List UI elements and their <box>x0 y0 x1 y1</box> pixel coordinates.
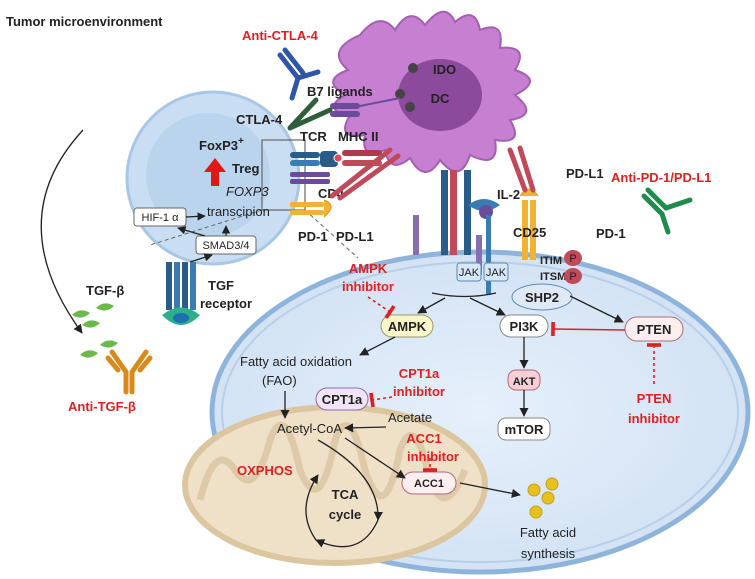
ampk-node <box>380 314 434 338</box>
foxp3-gene-label: FOXP3 <box>226 184 269 199</box>
cpt1a-label: CPT1a <box>322 392 363 407</box>
tgf-receptor-label-2: receptor <box>200 296 252 311</box>
anti-pd1-pdl1-label: Anti-PD-1/PD-L1 <box>611 170 711 185</box>
pi3k-label: PI3K <box>510 319 540 334</box>
jak-box-2 <box>483 262 509 282</box>
ctla4-receptor <box>287 97 333 131</box>
ampk-inhibitor-label-1: AMPK <box>349 261 388 276</box>
tca-label-1: TCA <box>332 487 359 502</box>
mtor-node <box>497 417 551 441</box>
oxphos-label: OXPHOS <box>237 463 293 478</box>
ctla4-label: CTLA-4 <box>236 112 283 127</box>
anti-ctla4-antibody-icon <box>277 47 321 101</box>
acc1-inhibitor-label-2: inhibitor <box>407 449 459 464</box>
b7-ligands-label: B7 ligands <box>307 84 373 99</box>
ampk-label: AMPK <box>388 319 427 334</box>
itim-label: ITIM <box>540 255 562 267</box>
upregulation-arrow-icon <box>204 158 226 186</box>
b7-ligand <box>330 103 360 117</box>
itsm-label: ITSM <box>540 271 566 283</box>
pathway-arrows <box>280 292 624 548</box>
acc1-inhibitor-label-1: ACC1 <box>406 431 441 446</box>
pten-inhibitor-label-1: PTEN <box>637 391 672 406</box>
svg-text:P: P <box>569 271 576 283</box>
dc-pdl1-label: PD-L1 <box>566 166 604 181</box>
pten-label: PTEN <box>637 322 672 337</box>
tca-label-2: cycle <box>329 507 362 522</box>
hif-label: HIF-1 α <box>142 212 180 224</box>
treg-label: Treg <box>232 161 260 176</box>
acc1-label: ACC1 <box>414 478 444 490</box>
cd25-label: CD25 <box>513 225 546 240</box>
anti-ctla4-label: Anti-CTLA-4 <box>242 28 319 43</box>
tgfb-ligand-icon <box>72 303 118 358</box>
ido-granule <box>395 89 405 99</box>
page-title: Tumor microenvironment <box>6 14 163 29</box>
tgf-receptor <box>162 262 200 325</box>
fas-label-1: Fatty acid <box>520 525 576 540</box>
pten-node <box>624 316 684 342</box>
svg-text:P: P <box>569 253 576 265</box>
inhibition-lines <box>367 296 662 472</box>
tcr-label: TCR <box>300 129 327 144</box>
pd1-right-label: PD-1 <box>596 226 626 241</box>
cd4-receptor <box>290 172 330 184</box>
dendritic-cell <box>332 10 531 173</box>
cpt1a-inhibitor-label-1: CPT1a <box>399 366 440 381</box>
transcription-label: transcipion <box>207 204 270 219</box>
anti-tgfb-label: Anti-TGF-β <box>68 399 136 414</box>
fao-label-1: Fatty acid oxidation <box>240 354 352 369</box>
tgf-receptor-label-1: TGF <box>208 278 234 293</box>
jak-box-1 <box>456 262 482 282</box>
cpt1a-inhibitor-label-2: inhibitor <box>393 384 445 399</box>
smad-label: SMAD3/4 <box>202 240 249 252</box>
dc-label: DC <box>431 91 450 106</box>
acc1-node <box>401 471 457 495</box>
acetyl-coa-label: Acetyl-CoA <box>277 421 342 436</box>
cpt1a-node <box>315 387 369 411</box>
jak-label-1: JAK <box>459 267 480 279</box>
mhc-label: MHC II <box>338 129 378 144</box>
anti-tgfb-antibody-icon <box>105 349 153 395</box>
pd1-pdl1-pair <box>290 147 401 218</box>
pten-inhibitor-label-2: inhibitor <box>628 411 680 426</box>
fao-label-2: (FAO) <box>262 373 297 388</box>
anti-pd1-antibody-icon <box>641 187 693 235</box>
akt-label: AKT <box>513 376 536 388</box>
foxp3-label: FoxP3+ <box>199 136 244 153</box>
pd1-label: PD-1 <box>298 229 328 244</box>
pdl1-label: PD-L1 <box>336 229 374 244</box>
shp2-label: SHP2 <box>525 290 559 305</box>
acetate-label: Acetate <box>388 410 432 425</box>
phospho-site: P P <box>564 250 582 284</box>
fas-label-2: synthesis <box>521 546 576 561</box>
ampk-inhibitor-label-2: inhibitor <box>342 279 394 294</box>
jak-label-2: JAK <box>486 267 507 279</box>
fatty-acid-droplets-icon <box>527 477 559 519</box>
membrane-receptors <box>413 145 539 295</box>
ido-label: IDO <box>433 62 456 77</box>
mtor-label: mTOR <box>505 422 544 437</box>
ido-granule <box>405 102 415 112</box>
tgfb-label: TGF-β <box>86 283 124 298</box>
il2-label: IL-2 <box>497 187 520 202</box>
ido-granule <box>408 63 418 73</box>
